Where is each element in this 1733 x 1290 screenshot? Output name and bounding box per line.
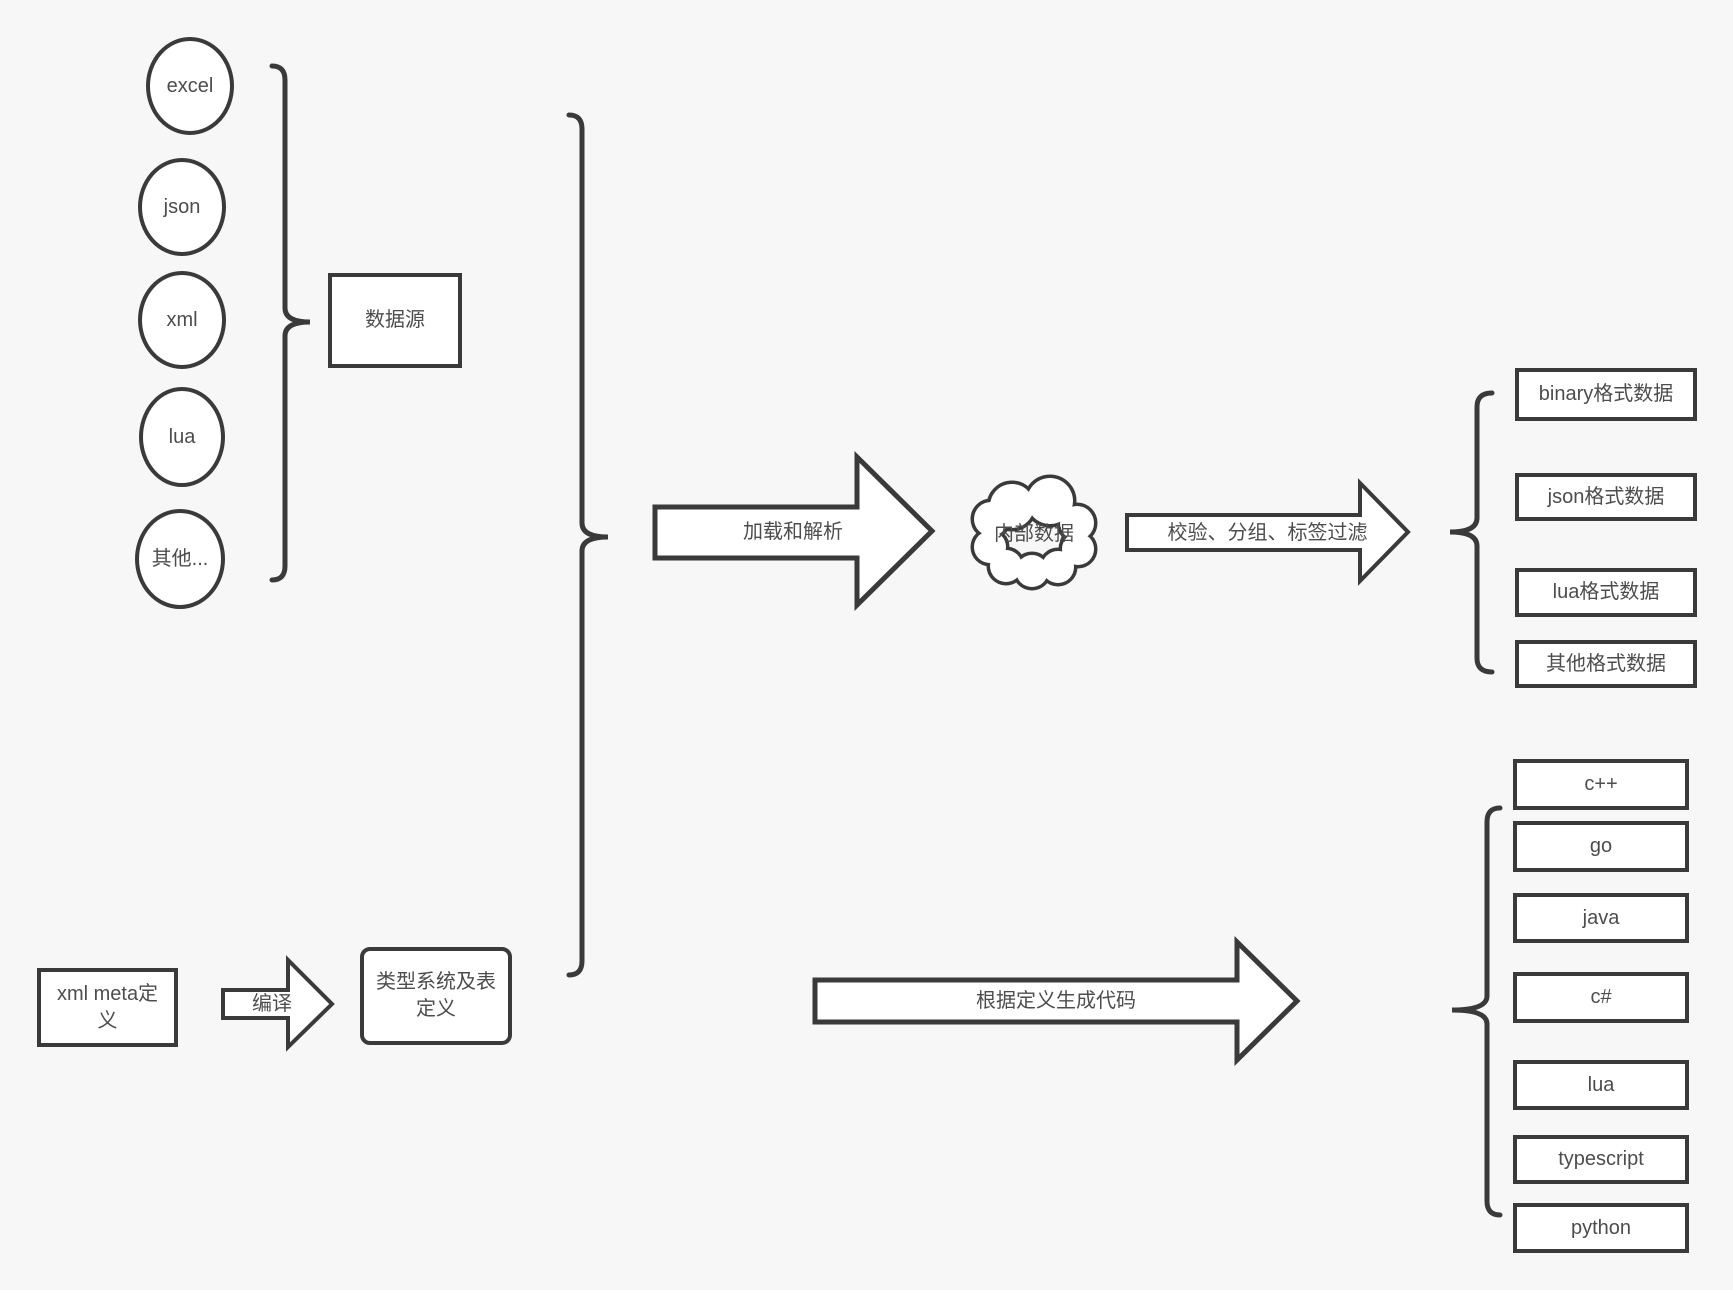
filter-arrow-label: 校验、分组、标签过滤 [1167, 522, 1368, 544]
source-label-xml: xml [166, 309, 198, 331]
codegen-arrow [812, 936, 1301, 1066]
format-box-other: 其他格式数据 [1515, 640, 1697, 688]
language-box-typescript: typescript [1513, 1135, 1689, 1184]
codegen-arrow-label: 根据定义生成代码 [976, 990, 1136, 1012]
source-ellipse-excel [146, 37, 234, 135]
compile-arrow-label: 编译 [252, 993, 292, 1015]
source-ellipse-other [135, 509, 225, 609]
source-ellipse-json [138, 158, 226, 256]
type-system-box: 类型系统及表 定义 [360, 947, 512, 1045]
compile-arrow [221, 955, 335, 1052]
xml-meta-definition-box: xml meta定 义 [37, 968, 178, 1047]
source-label-other: 其他... [151, 548, 209, 570]
languages-brace [1451, 805, 1503, 1218]
language-box-csharp: c# [1513, 972, 1689, 1023]
format-outputs-brace [1449, 390, 1495, 675]
source-label-excel: excel [166, 75, 214, 97]
internal-data-cloud-label: 内部数据 [994, 523, 1074, 545]
language-box-python: python [1513, 1203, 1689, 1253]
format-box-binary: binary格式数据 [1515, 368, 1697, 421]
format-box-json: json格式数据 [1515, 473, 1697, 521]
sources-brace [269, 63, 311, 583]
source-label-lua: lua [168, 426, 196, 448]
filter-arrow [1125, 478, 1411, 586]
source-ellipse-xml [138, 271, 226, 369]
source-label-json: json [163, 196, 201, 218]
load-parse-arrow-label: 加载和解析 [743, 521, 843, 543]
source-ellipse-lua [139, 387, 225, 487]
internal-data-cloud [970, 474, 1098, 591]
data-source-box: 数据源 [328, 273, 462, 368]
language-box-java: java [1513, 893, 1689, 943]
language-box-go: go [1513, 821, 1689, 872]
format-box-lua: lua格式数据 [1515, 568, 1697, 617]
load-parse-arrow [652, 451, 936, 611]
language-box-lua: lua [1513, 1060, 1689, 1110]
pipeline-input-brace [566, 112, 609, 978]
language-box-cpp: c++ [1513, 759, 1689, 810]
